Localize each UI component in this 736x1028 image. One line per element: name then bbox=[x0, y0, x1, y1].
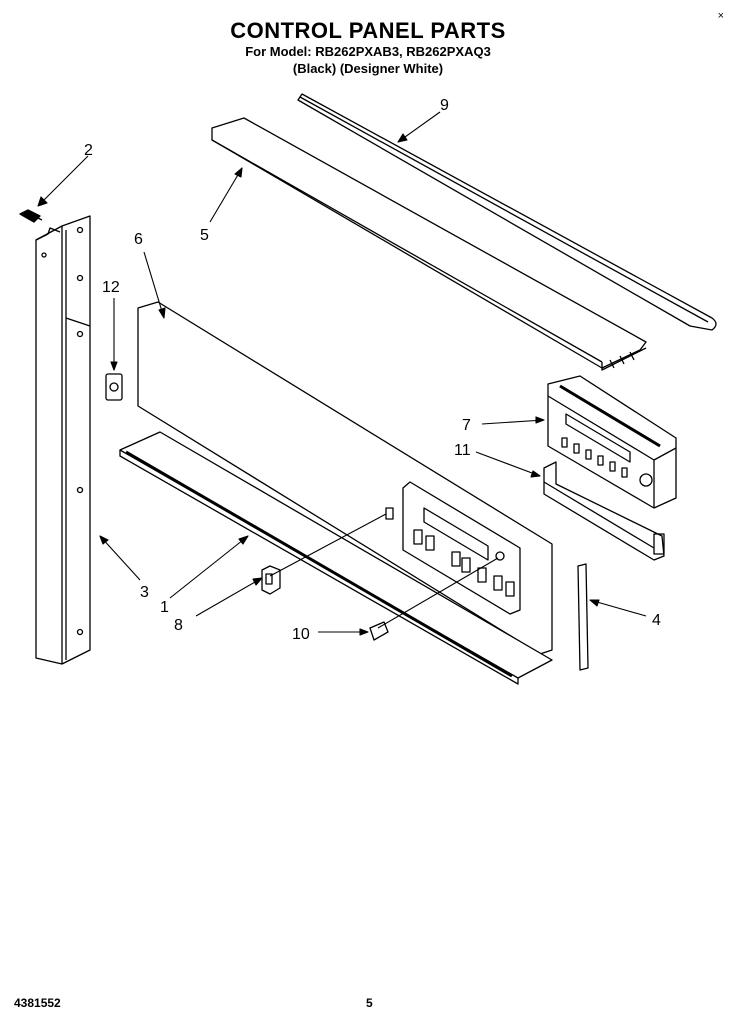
callout-1: 1 bbox=[160, 599, 169, 616]
part-12-clip bbox=[105, 373, 123, 401]
callout-3: 3 bbox=[140, 584, 149, 601]
callout-11: 11 bbox=[454, 442, 471, 459]
page-title: CONTROL PANEL PARTS bbox=[230, 18, 506, 43]
corner-mark: × bbox=[717, 10, 724, 22]
part-11-bracket bbox=[543, 461, 665, 561]
part-5-top-extrusion bbox=[211, 117, 647, 371]
callout-labels: 2 9 5 6 12 7 11 3 1 8 10 4 bbox=[84, 97, 661, 643]
callout-4: 4 bbox=[652, 612, 661, 629]
part-8-switch bbox=[261, 565, 281, 595]
callout-2: 2 bbox=[84, 142, 93, 159]
callout-7: 7 bbox=[462, 417, 471, 434]
color-line: (Black) (Designer White) bbox=[292, 61, 444, 76]
part-6-overlay-panel bbox=[137, 301, 553, 655]
document-number: 4381552 bbox=[14, 996, 61, 1010]
callout-12: 12 bbox=[102, 279, 120, 296]
part-7-electronic-control bbox=[547, 375, 677, 509]
model-line: For Model: RB262PXAB3, RB262PXAQ3 bbox=[245, 44, 491, 59]
part-3-side-bracket bbox=[35, 215, 91, 665]
part-9-trim-strip bbox=[297, 93, 717, 331]
callout-5: 5 bbox=[200, 227, 209, 244]
callout-8: 8 bbox=[174, 617, 183, 634]
part-2-screw bbox=[19, 209, 43, 223]
part-10-knob bbox=[369, 621, 389, 641]
callout-10: 10 bbox=[292, 626, 310, 643]
callout-9: 9 bbox=[440, 97, 449, 114]
leader-lines bbox=[37, 111, 647, 636]
callout-6: 6 bbox=[134, 231, 143, 248]
part-1-bottom-trim bbox=[119, 431, 553, 685]
part-4-vertical-strip bbox=[577, 563, 589, 671]
page-number: 5 bbox=[366, 996, 373, 1010]
